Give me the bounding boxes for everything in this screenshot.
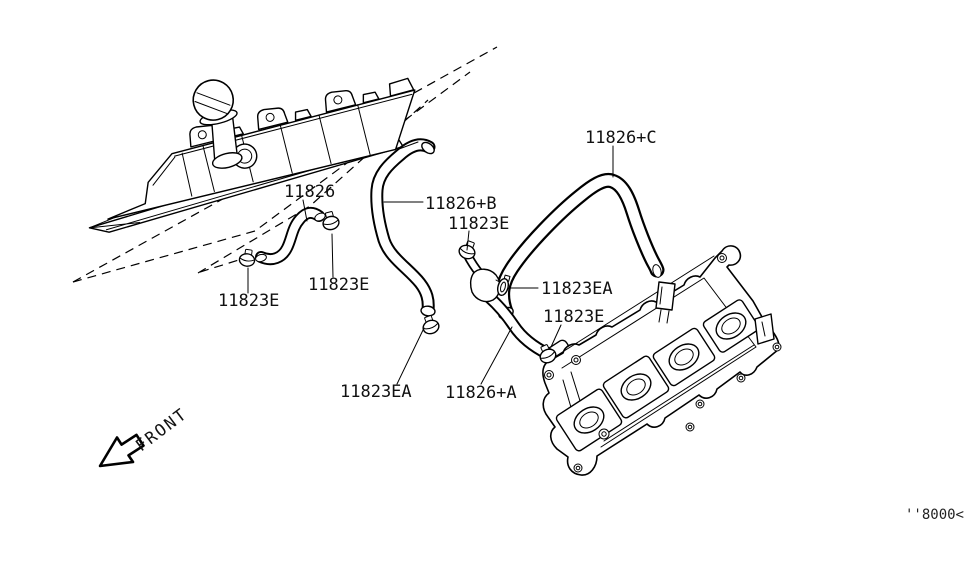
callout-11826-b[interactable]: 11826+B <box>425 194 497 214</box>
front-indicator: FRONT <box>98 404 191 468</box>
leader-lines <box>247 145 614 385</box>
clamp-11823e-left <box>237 247 257 268</box>
end-block <box>388 77 415 97</box>
callout-11823e-mid[interactable]: 11823E <box>308 275 369 295</box>
front-arrow <box>98 433 145 468</box>
callout-11823e-left[interactable]: 11823E <box>218 291 279 311</box>
callout-11823e-lower[interactable]: 11823E <box>543 307 604 327</box>
hose-bracket-flag <box>655 281 676 311</box>
callout-11823e-upper[interactable]: 11823E <box>448 214 509 234</box>
corner-bracket <box>754 313 775 345</box>
footer-code: ''8000< <box>905 507 964 523</box>
callout-11826[interactable]: 11826 <box>284 182 335 202</box>
oil-filler-cap <box>192 79 235 121</box>
left-valve-cover <box>88 77 416 233</box>
coil-tower <box>257 107 289 131</box>
pcv-joint-fitting <box>462 249 504 303</box>
part-callouts: 11826 11826+B 11826+C 11823E 11823E 1182… <box>218 128 657 403</box>
callout-11823ea-right[interactable]: 11823EA <box>541 279 613 299</box>
right-valve-cover <box>542 245 782 476</box>
front-label: FRONT <box>132 404 191 455</box>
clamp-11823ea-bottom <box>419 313 442 337</box>
plug-tube-openings <box>573 312 747 434</box>
coil-tower <box>324 90 357 113</box>
hoses <box>255 138 665 361</box>
callout-11826-c[interactable]: 11826+C <box>585 128 657 148</box>
callout-11826-a[interactable]: 11826+A <box>445 383 517 403</box>
cover-body <box>107 89 416 220</box>
callout-11823ea-bottom[interactable]: 11823EA <box>340 382 412 402</box>
bolt-holes <box>544 253 782 473</box>
